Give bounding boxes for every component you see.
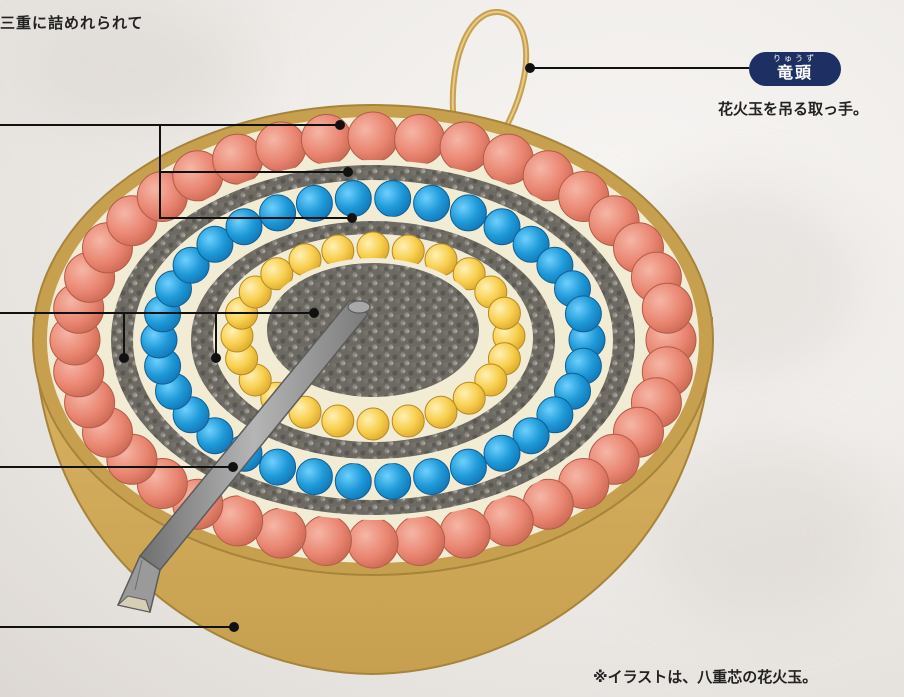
outer-star <box>213 134 263 184</box>
outer-star <box>395 516 445 566</box>
blue-star <box>450 449 486 485</box>
outer-star <box>440 508 490 558</box>
blue-star <box>450 195 486 231</box>
yellow-star <box>357 408 389 440</box>
blue-star <box>414 185 450 221</box>
blue-star <box>296 459 332 495</box>
yellow-star <box>488 297 520 329</box>
blue-star <box>260 195 296 231</box>
outer-star <box>642 283 692 333</box>
blue-star <box>260 449 296 485</box>
outer-star <box>483 496 533 546</box>
outer-star <box>348 518 398 568</box>
blue-star <box>375 181 411 217</box>
blue-star <box>335 181 371 217</box>
blue-star <box>484 435 520 471</box>
outer-star <box>301 516 351 566</box>
yellow-star <box>392 405 424 437</box>
blue-star <box>335 463 371 499</box>
outer-star <box>440 122 490 172</box>
blue-star <box>565 296 601 332</box>
yellow-star <box>425 396 457 428</box>
blue-star <box>226 209 262 245</box>
outer-star <box>256 122 306 172</box>
yellow-star <box>453 382 485 414</box>
outer-star <box>395 115 445 165</box>
blue-star <box>296 185 332 221</box>
outer-star <box>256 508 306 558</box>
blue-star <box>375 463 411 499</box>
yellow-star <box>322 405 354 437</box>
outer-star <box>348 112 398 162</box>
blue-star <box>414 459 450 495</box>
